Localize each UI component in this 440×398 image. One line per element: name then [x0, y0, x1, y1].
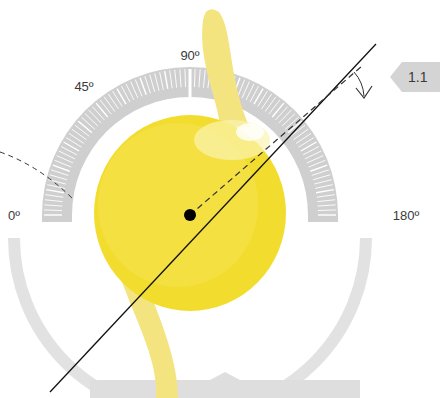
tick [140, 78, 146, 95]
tick [53, 165, 70, 171]
tick [96, 103, 108, 117]
tick [318, 214, 336, 215]
tick [160, 72, 164, 90]
tick [75, 125, 89, 136]
haptic [202, 9, 250, 128]
tick [51, 170, 68, 176]
tick [189, 69, 192, 105]
tick [104, 97, 115, 112]
tick [165, 71, 168, 89]
lens-highlight [236, 123, 264, 141]
tick [299, 138, 314, 148]
tick [262, 94, 272, 109]
tick [180, 69, 181, 87]
tick [301, 142, 317, 151]
tick [279, 110, 292, 123]
tag-outline [390, 62, 440, 92]
tick [317, 200, 335, 202]
tick [318, 205, 336, 206]
tick [47, 185, 65, 189]
bottom-bar [90, 380, 360, 398]
tick [113, 91, 123, 106]
tick [318, 209, 336, 211]
tick [170, 70, 173, 88]
tick [78, 121, 92, 133]
tick [85, 114, 98, 127]
tick [100, 100, 111, 114]
tick [89, 110, 102, 123]
tick [269, 100, 280, 114]
tick [117, 89, 126, 105]
tick [175, 70, 177, 88]
tick [44, 214, 62, 215]
tick [258, 91, 268, 106]
tick [265, 97, 276, 112]
tick [282, 114, 295, 127]
degree-label: 180º [393, 208, 419, 223]
dashed-axis [190, 66, 362, 215]
tick [294, 129, 309, 140]
axis-line [50, 44, 376, 392]
degree-label: 0º [8, 208, 20, 223]
tick [296, 133, 311, 143]
tick [44, 205, 62, 206]
tick [314, 180, 331, 184]
tick [150, 75, 155, 92]
tick [312, 170, 329, 176]
tick [66, 138, 81, 148]
lens-highlight [194, 120, 270, 160]
tick [72, 129, 87, 140]
tick [203, 70, 205, 88]
bottom-notch [210, 372, 240, 380]
tick [64, 142, 80, 151]
tick [44, 209, 62, 211]
tick [313, 175, 330, 180]
tick [82, 117, 95, 129]
center-dot [184, 209, 196, 221]
tick [145, 76, 151, 93]
tick [317, 195, 335, 198]
tick [315, 185, 333, 189]
lens-optic [94, 115, 286, 311]
tick [276, 107, 288, 120]
callout-tag: 1.1 [390, 62, 440, 92]
degree-label: 45º [74, 79, 93, 94]
tick [92, 107, 104, 120]
tick [272, 103, 284, 117]
tick [310, 165, 327, 171]
tick [184, 69, 186, 87]
tick [316, 190, 334, 193]
tick [45, 200, 63, 202]
dashed-arc [0, 152, 74, 200]
callout-number: 1.1 [390, 62, 440, 85]
tick [45, 195, 63, 198]
tick [108, 94, 118, 109]
degree-label: 90º [180, 48, 199, 63]
tick [199, 69, 200, 87]
tick [50, 175, 67, 180]
tick [194, 69, 196, 87]
tick [254, 89, 263, 105]
tick [46, 190, 64, 193]
tick [69, 133, 84, 143]
tick [155, 73, 159, 90]
arrow-head [356, 86, 372, 98]
